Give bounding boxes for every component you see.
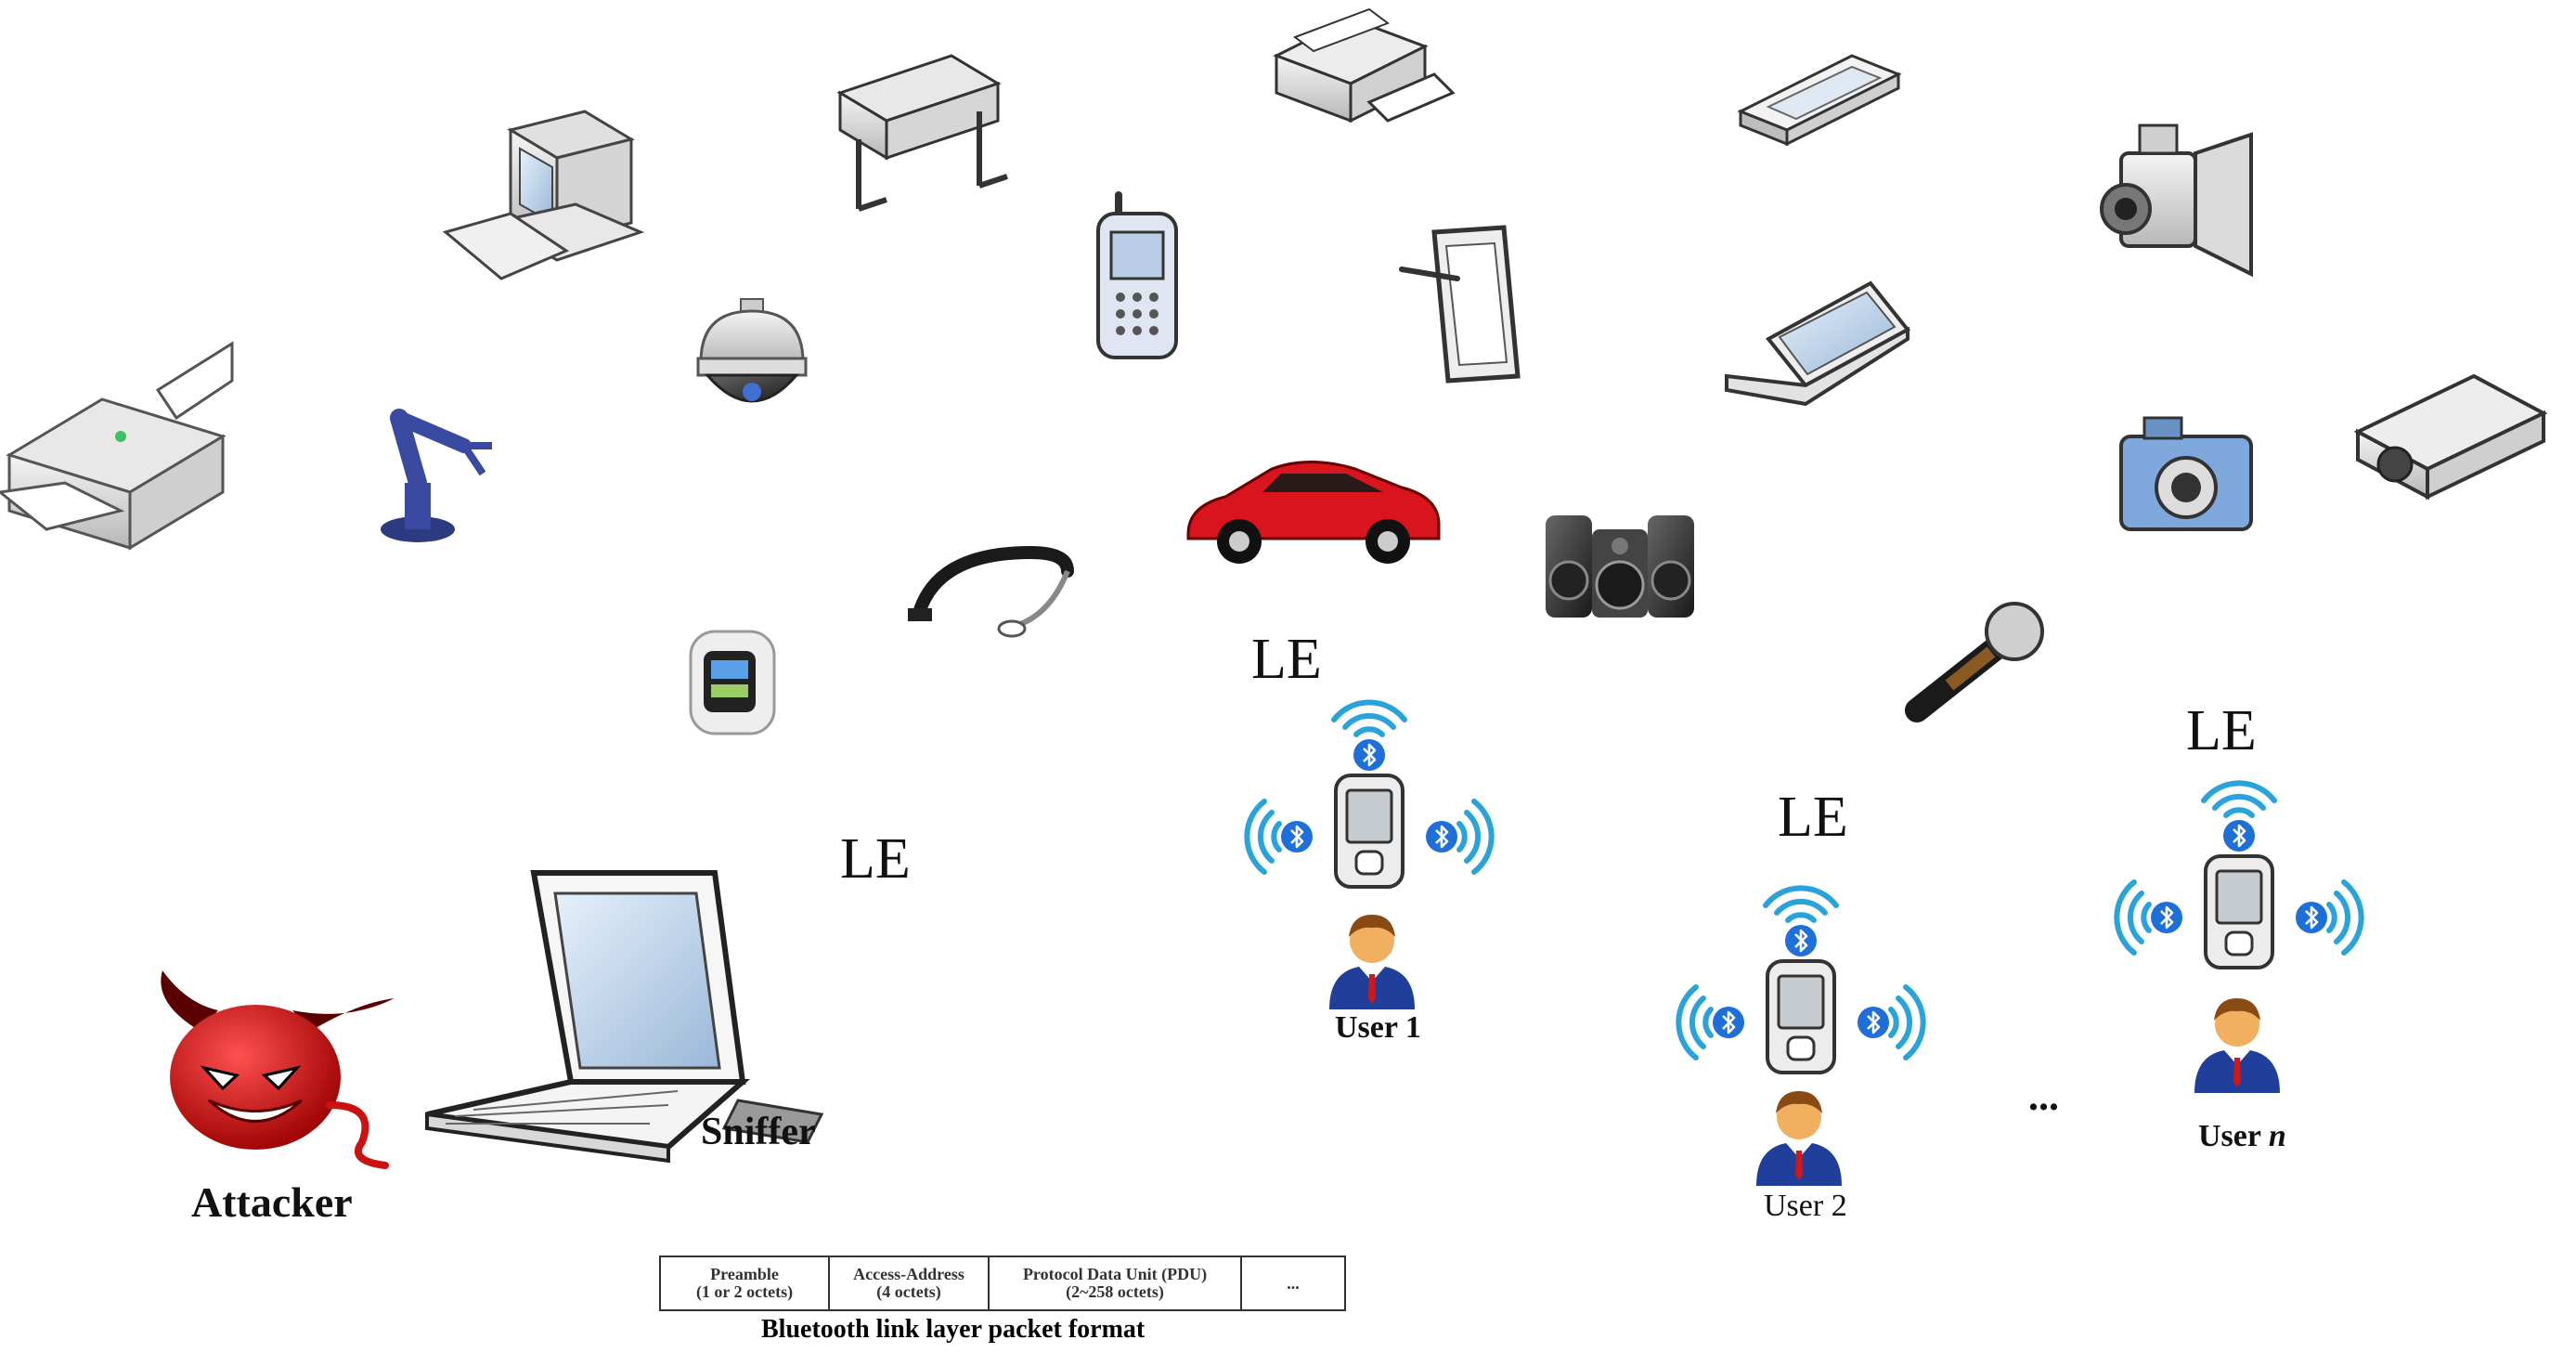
user-2-label: User 2 — [1764, 1189, 1847, 1223]
packet-cell-sub: (2~258 octets) — [1066, 1282, 1164, 1301]
user-n-prefix: User — [2198, 1119, 2269, 1153]
user-n-variable: n — [2268, 1119, 2286, 1153]
projector-icon — [2353, 373, 2548, 501]
packet-cell-title: Access-Address — [853, 1265, 964, 1283]
packet-format-row: Preamble (1 or 2 octets) Access-Address … — [659, 1255, 1346, 1311]
desktop-computer-icon — [442, 110, 645, 280]
le-label-top: LE — [1251, 628, 1322, 691]
digital-camera-icon — [2119, 416, 2253, 531]
attacker-label: Attacker — [191, 1178, 353, 1226]
user-1-label: User 1 — [1335, 1010, 1421, 1045]
packet-cell-pdu: Protocol Data Unit (PDU) (2~258 octets) — [988, 1255, 1242, 1311]
car-icon — [1186, 461, 1441, 564]
printer-icon — [0, 341, 234, 551]
sniffer-laptop-icon — [425, 870, 824, 1164]
packet-cell-title: Preamble — [710, 1265, 779, 1283]
camcorder-icon — [2100, 124, 2253, 278]
user-n-label: User n — [2198, 1119, 2286, 1154]
packet-cell-access-address: Access-Address (4 octets) — [828, 1255, 990, 1311]
plotter-icon — [836, 54, 1008, 212]
ble-node-user-2 — [1678, 888, 1922, 1073]
ellipsis-label: ... — [2028, 1073, 2059, 1119]
packet-format-caption: Bluetooth link layer packet format — [761, 1315, 1146, 1344]
user-1-person-icon — [1329, 915, 1415, 1009]
fax-machine-icon — [1273, 7, 1456, 124]
attacker-devil-icon — [161, 970, 395, 1169]
user-2-person-icon — [1756, 1091, 1842, 1186]
user-n-person-icon — [2194, 998, 2280, 1093]
cell-phone-icon — [1096, 191, 1178, 359]
ble-node-user-1 — [1247, 702, 1491, 887]
smartwatch-icon — [689, 630, 776, 735]
le-label-user-2: LE — [1778, 786, 1848, 849]
packet-cell-more: ... — [1240, 1255, 1346, 1311]
packet-cell-title: Protocol Data Unit (PDU) — [1022, 1265, 1208, 1283]
speakers-icon — [1546, 515, 1694, 618]
packet-format-table: Preamble (1 or 2 octets) Access-Address … — [659, 1255, 1346, 1311]
le-label-user-n: LE — [2186, 699, 2257, 762]
sniffer-label: Sniffer — [701, 1111, 816, 1153]
le-label-sniffer: LE — [840, 827, 911, 891]
scanner-icon — [1737, 54, 1902, 147]
headset-icon — [908, 545, 1074, 638]
tablet-icon — [1399, 225, 1521, 384]
dome-camera-icon — [696, 298, 808, 403]
robot-arm-icon — [381, 409, 492, 542]
laptop-icon — [1725, 280, 1911, 407]
packet-cell-sub: (1 or 2 octets) — [695, 1282, 794, 1301]
ble-node-user-n — [2116, 783, 2361, 968]
packet-cell-sub: (4 octets) — [876, 1282, 941, 1301]
packet-cell-title: ... — [1287, 1273, 1300, 1293]
packet-cell-preamble: Preamble (1 or 2 octets) — [659, 1255, 830, 1311]
microphone-icon — [1905, 602, 2044, 722]
